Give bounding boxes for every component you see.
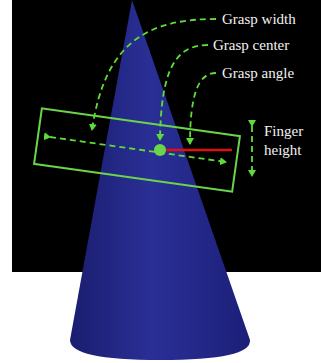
leader-line: [190, 73, 216, 144]
cone-object: [70, 0, 250, 360]
angle-reference-line: [160, 149, 232, 152]
grasp-center-dot: [154, 144, 166, 156]
finger-height-arrow: [251, 126, 253, 176]
leader-line: [160, 45, 208, 140]
annotation-label: Grasp width: [222, 10, 296, 29]
grasp-rectangle: [34, 108, 240, 191]
width-arrow: [50, 137, 226, 162]
annotation-label: Finger height: [264, 122, 316, 160]
annotation-label: Grasp center: [213, 36, 289, 55]
annotation-label: Grasp angle: [222, 64, 294, 83]
leader-line: [92, 19, 216, 130]
